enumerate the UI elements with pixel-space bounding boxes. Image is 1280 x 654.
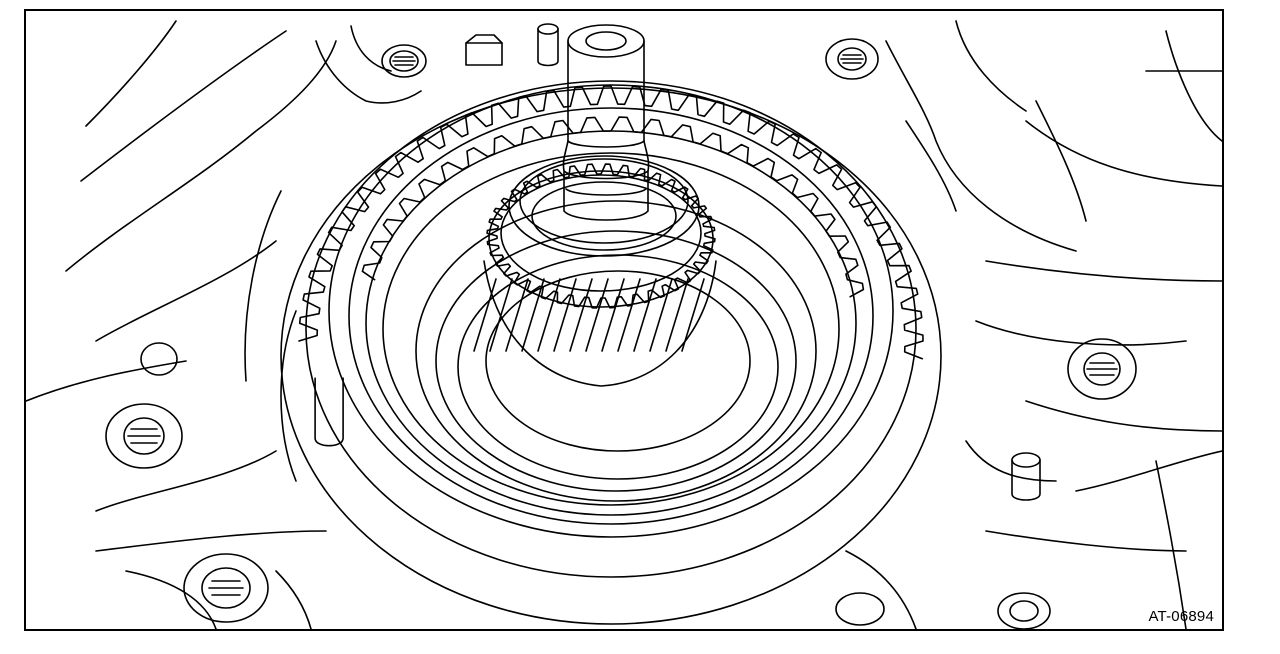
bolt-hole-icon bbox=[825, 38, 879, 80]
inner-spline-teeth bbox=[361, 116, 865, 298]
bolt-hole-icon bbox=[381, 44, 427, 78]
helix-line bbox=[617, 278, 641, 352]
helix-line bbox=[521, 278, 545, 352]
bolt-hole-icon bbox=[1067, 338, 1137, 400]
helical-gear-icon bbox=[473, 163, 717, 387]
bolt-holes bbox=[105, 23, 1137, 629]
helix-line bbox=[585, 278, 609, 352]
helix-line bbox=[505, 278, 529, 352]
helix-line bbox=[553, 278, 577, 352]
helix-line bbox=[649, 278, 673, 352]
casing-contours bbox=[26, 20, 1222, 629]
shaft-icon bbox=[562, 24, 650, 221]
gear-helix-lines bbox=[473, 278, 705, 352]
helix-line bbox=[473, 278, 497, 352]
bolt-hole-icon bbox=[140, 342, 178, 376]
drum-slot bbox=[314, 377, 344, 447]
bolt-head-icon bbox=[465, 34, 503, 66]
bolt-hole-icon bbox=[105, 403, 183, 469]
bolt-hole-icon bbox=[835, 592, 885, 626]
illustration-frame: AT-06894 bbox=[24, 9, 1224, 631]
drum-spline-teeth bbox=[298, 85, 924, 360]
figure-code-label: AT-06894 bbox=[1148, 608, 1214, 625]
dowel-pin-icon bbox=[1011, 452, 1041, 501]
bolt-hole-icon bbox=[997, 592, 1051, 629]
clutch-drum-icon bbox=[280, 80, 942, 625]
drum-slots bbox=[314, 377, 344, 447]
helix-line bbox=[569, 278, 593, 352]
bearing-race bbox=[508, 155, 700, 257]
helix-line bbox=[665, 278, 689, 352]
retainer-rings bbox=[415, 200, 817, 502]
gear-teeth bbox=[486, 163, 716, 309]
dowel-pin-icon bbox=[537, 23, 559, 67]
helix-line bbox=[601, 278, 625, 352]
bolt-hole-icon bbox=[183, 553, 269, 623]
transmission-line-drawing bbox=[26, 20, 1222, 629]
helix-line bbox=[633, 278, 657, 352]
helix-line bbox=[681, 278, 705, 352]
helix-line bbox=[537, 278, 561, 352]
